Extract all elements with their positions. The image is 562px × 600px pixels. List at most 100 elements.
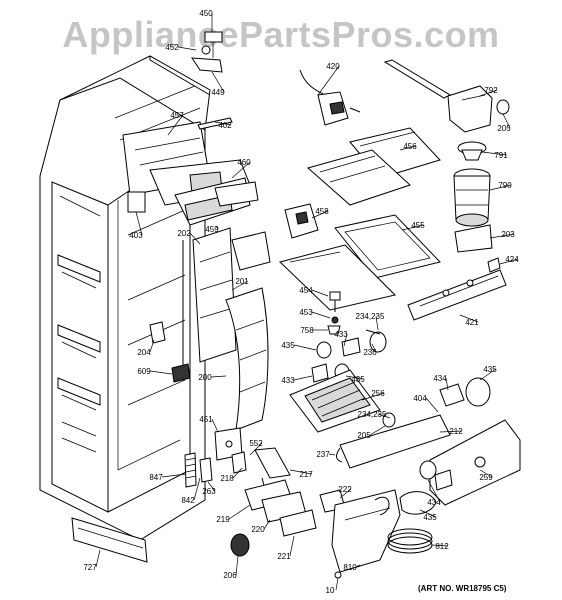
leader-line [289,469,313,475]
part-number-label: 263 [202,487,216,496]
part-number-label: 234,235 [358,410,387,419]
leader-line [231,161,251,179]
door-panels [182,227,269,431]
part-number-label: 449 [211,88,225,97]
part-number-label: 402 [218,121,232,130]
leader-line [369,425,386,436]
leader-line [489,233,515,239]
art-number: (ART NO. WR18795 C5) [418,584,507,593]
leader-line [95,549,101,568]
part-number-label: 434 [433,374,447,383]
leader-line [361,392,385,401]
part-number-label: 221 [277,552,291,561]
part-number-label: 205 [357,431,371,440]
fasteners [327,291,341,335]
leader-line [355,564,361,568]
leader-line [235,555,239,576]
leader-line [479,89,498,97]
bottom-trim [71,517,148,563]
part-number-label: 212 [449,427,463,436]
part-number-label: 435 [483,365,497,374]
part-number-label: 435 [281,341,295,350]
leader-line [215,225,219,230]
small-clips [149,321,191,383]
leader-line [502,113,511,129]
part-number-label: 434 [427,498,441,507]
water-valve [331,489,433,579]
leader-line [177,46,197,51]
part-number-label: 217 [299,470,313,479]
part-number-label: 455 [411,221,425,230]
leader-line [231,280,249,291]
leader-line [427,479,441,503]
part-number-label: 403 [129,231,143,240]
leader-line [481,151,508,156]
leader-line [489,184,512,191]
small-bracket [284,203,319,239]
leader-line [335,577,339,591]
dispenser-linkage [184,427,291,501]
part-number-label: 435 [351,375,365,384]
part-number-label: 847 [149,473,163,482]
dispenser-rail [407,257,507,321]
part-number-label: 727 [83,563,97,572]
leader-line [445,377,449,391]
part-number-label: 452 [165,43,179,52]
part-number-label: 758 [300,326,314,335]
part-number-label: 205 [497,124,511,133]
leader-line [345,375,365,380]
leader-line [479,368,497,381]
wiring-harness [299,69,361,126]
hinge-assembly [191,31,223,73]
leader-line [399,145,417,151]
part-number-label: 433 [281,376,295,385]
part-number-label: 456 [403,142,417,151]
part-number-label: 218 [220,474,234,483]
leader-line [371,343,377,353]
part-number-label: 609 [137,367,151,376]
leader-line [263,519,271,530]
part-number-label: 791 [494,151,508,160]
light-shield [289,369,381,433]
part-number-label: 421 [465,318,479,327]
part-number-label: 202 [177,229,191,238]
part-number-label: 204 [137,348,151,357]
leader-line [459,314,479,323]
leader-line [431,544,449,547]
part-number-label: 203 [501,230,515,239]
leader-line [375,315,379,331]
part-number-label: 200 [198,373,212,382]
part-number-label: 256 [371,389,385,398]
part-number-label: 219 [216,515,230,524]
part-number-label: 552 [249,439,263,448]
leader-line [211,71,225,93]
part-number-label: 259 [479,473,493,482]
leader-line [189,232,201,245]
leader-line [167,114,184,136]
leader-line [249,442,263,456]
leader-line [425,397,439,413]
callouts: 4504524494207922054574024567914607904584… [83,9,519,595]
part-number-label: 812 [435,542,449,551]
part-number-label: 222 [338,485,352,494]
part-number-label: 10 [326,586,335,595]
part-number-label: 792 [484,86,498,95]
leader-line [328,453,336,456]
leader-line [499,258,519,265]
part-number-label: 459 [205,225,219,234]
leader-line [311,311,331,319]
part-number-label: 454 [299,286,313,295]
part-number-label: 842 [181,496,195,505]
leader-line [293,375,313,381]
evaporator-cover [306,127,441,206]
part-number-label: 234,235 [356,312,385,321]
lower-parts [230,479,346,557]
part-number-label: 220 [251,525,265,534]
leader-line [214,121,232,126]
leader-line [439,430,463,433]
leader-line [311,210,329,219]
leader-line [232,467,243,479]
part-number-label: 420 [326,62,340,71]
part-number-label: 810 [343,563,357,572]
